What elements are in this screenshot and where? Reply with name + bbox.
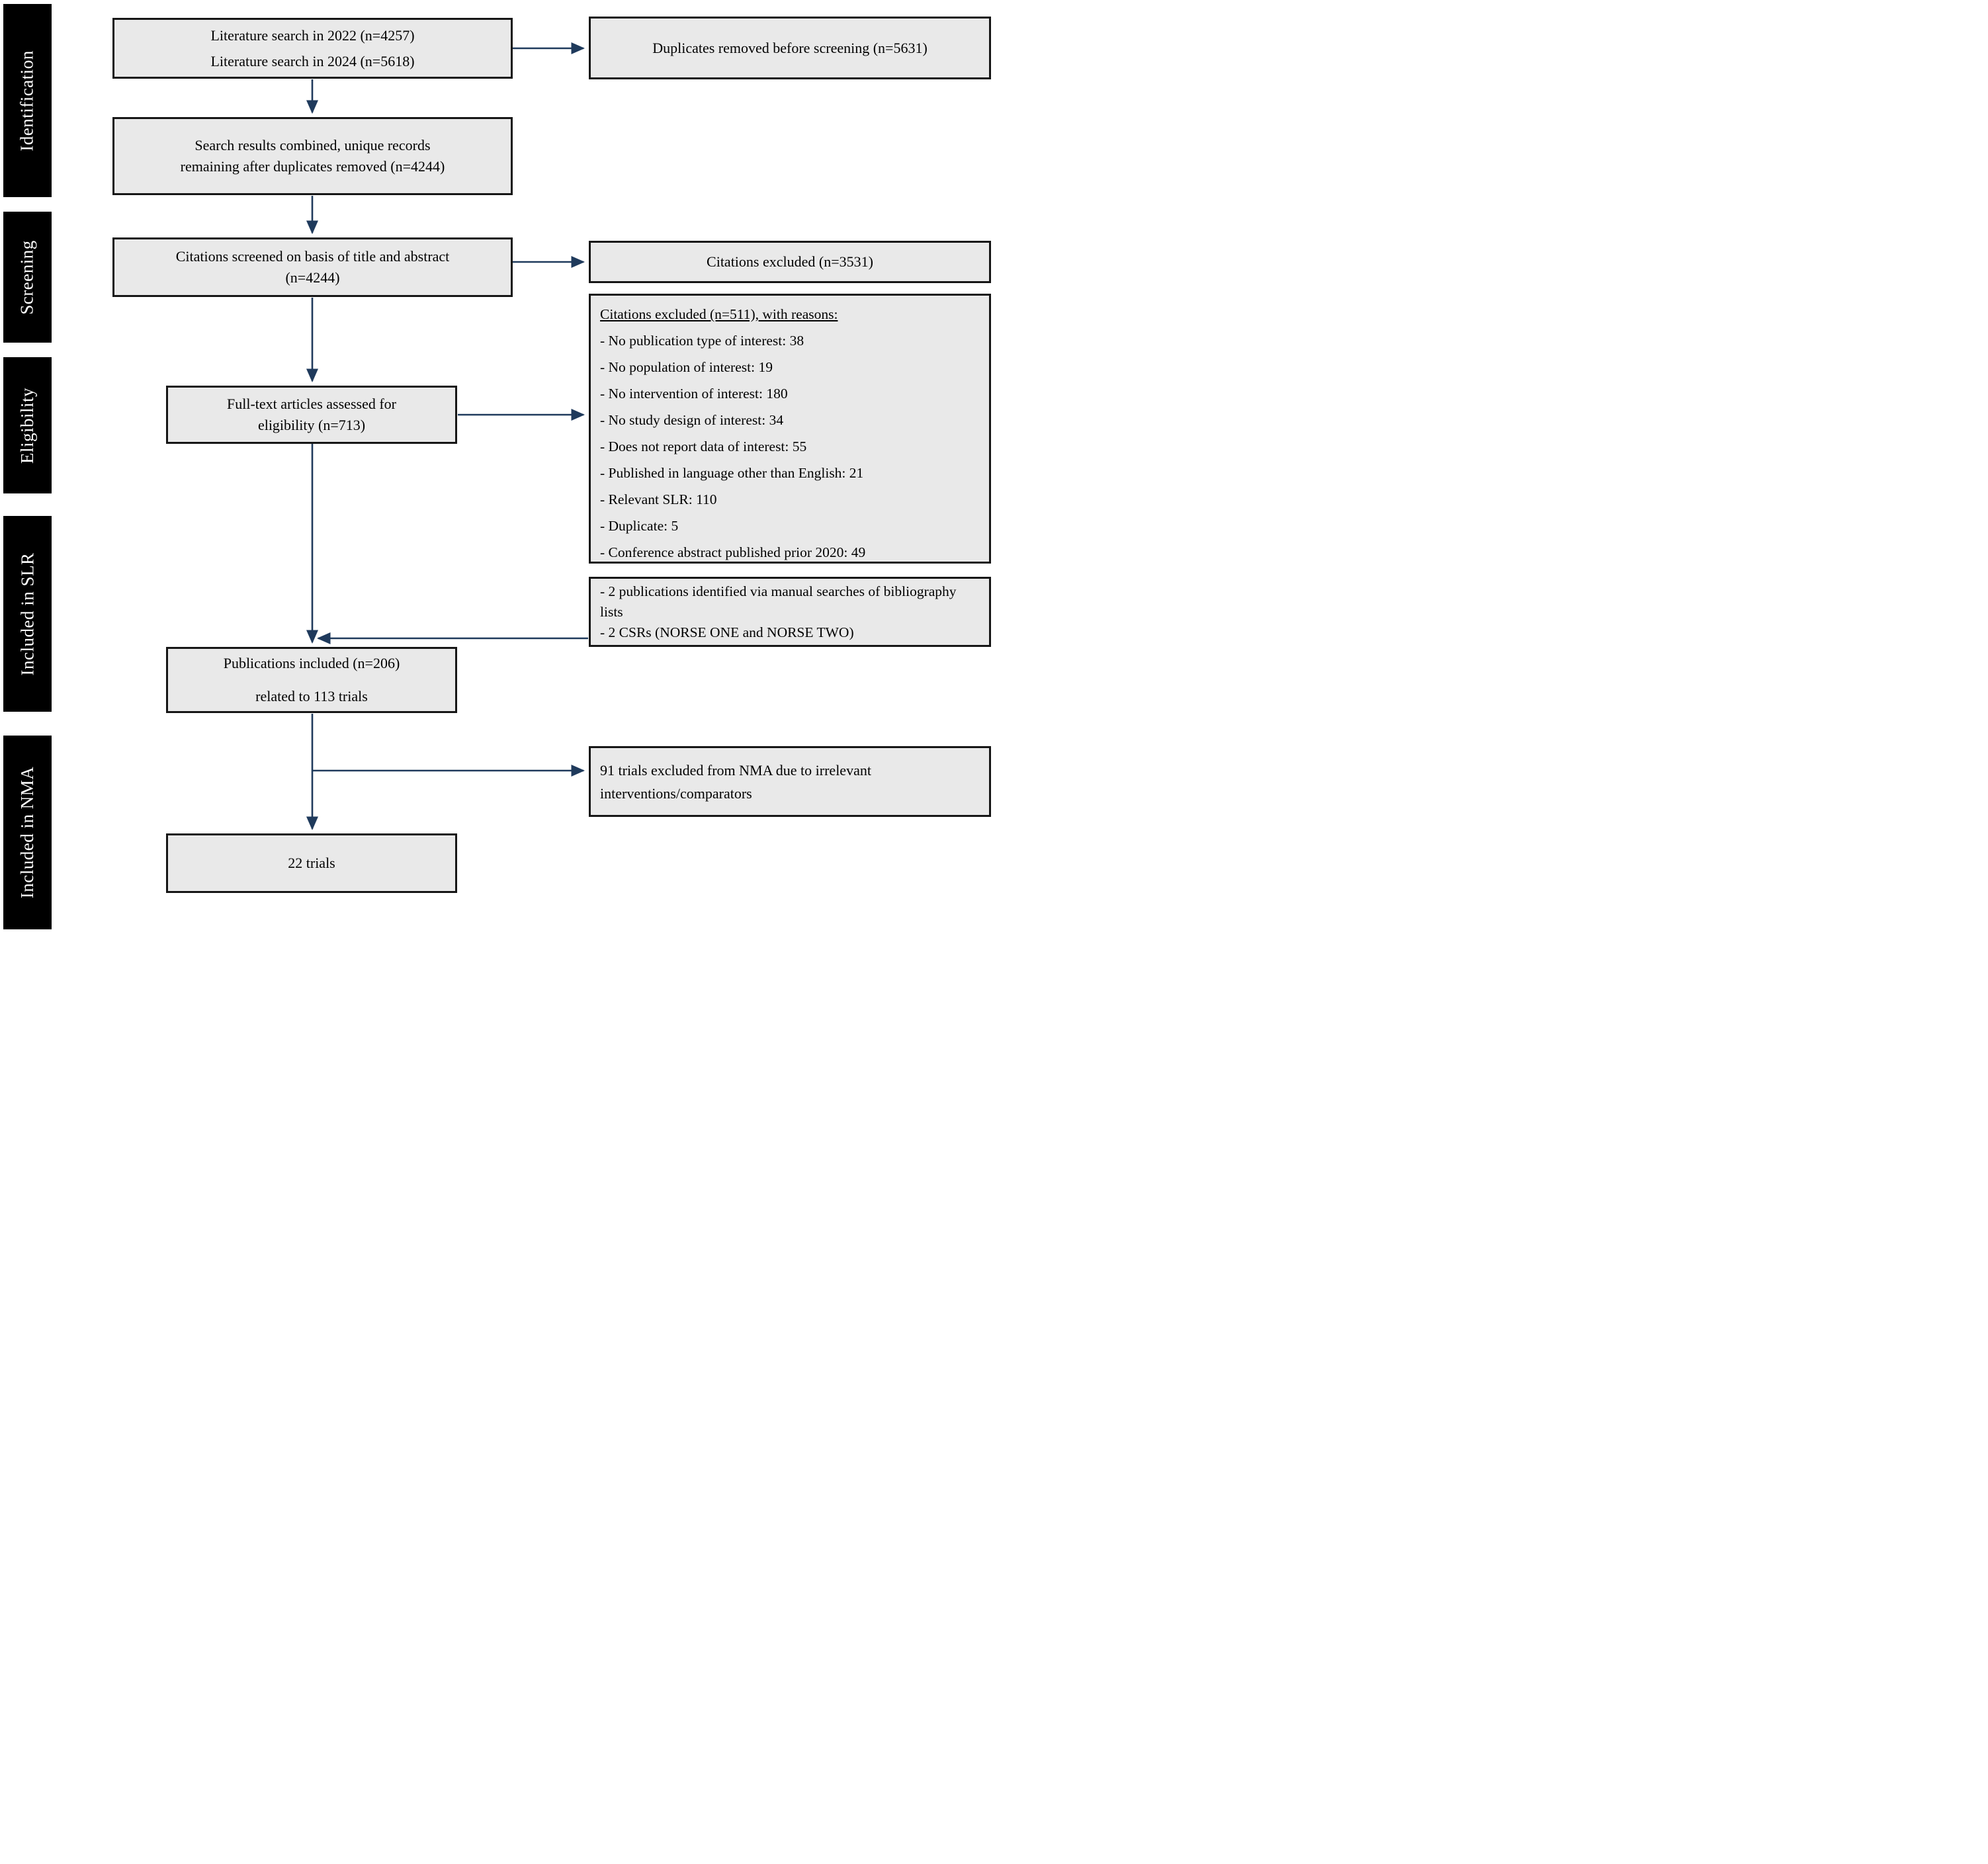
duplicates-removed-text: Duplicates removed before screening (n=5…: [652, 39, 928, 56]
manual-addition-item: - 2 CSRs (NORSE ONE and NORSE TWO): [600, 624, 854, 640]
citations-excluded-text: Citations excluded (n=3531): [707, 253, 873, 271]
nma-excluded-text: 91 trials excluded from NMA due to irrel…: [600, 761, 871, 802]
stage-label-screening: Screening: [17, 239, 37, 315]
box-fulltext-assessed: Full-text articles assessed for eligibil…: [166, 386, 457, 444]
box-exclusion-reasons: Citations excluded (n=511), with reasons…: [589, 294, 991, 564]
stage-label-eligibility: Eligibility: [17, 387, 38, 464]
fulltext-assessed-line2: eligibility (n=713): [257, 417, 366, 433]
box-combined-records: Search results combined, unique records …: [112, 117, 513, 195]
exclusion-reason-item: - Conference abstract published prior 20…: [600, 544, 866, 560]
exclusion-reason-item: - No study design of interest: 34: [600, 412, 784, 428]
box-literature-search: Literature search in 2022 (n=4257) Liter…: [112, 18, 513, 79]
fulltext-assessed-line1: Full-text articles assessed for: [227, 396, 396, 413]
stage-label-included-nma: Included in NMA: [17, 766, 37, 899]
exclusion-reason-item: - Relevant SLR: 110: [600, 491, 717, 507]
box-citations-screened: Citations screened on basis of title and…: [112, 237, 513, 297]
stage-bar-eligibility: Eligibility: [3, 357, 52, 493]
exclusion-reason-item: - Duplicate: 5: [600, 518, 679, 534]
box-final-trials: 22 trials: [166, 833, 457, 893]
literature-search-line1: Literature search in 2022 (n=4257): [210, 26, 415, 44]
exclusion-reason-item: - No population of interest: 19: [600, 359, 773, 375]
combined-records-line2: remaining after duplicates removed (n=42…: [180, 158, 445, 175]
exclusion-reason-item: - Published in language other than Engli…: [600, 465, 864, 481]
box-publications-included: Publications included (n=206) related to…: [166, 647, 457, 713]
box-manual-additions: - 2 publications identified via manual s…: [589, 577, 991, 647]
stage-bar-included-slr: Included in SLR: [3, 516, 52, 712]
prisma-flow-diagram: Identification Screening Eligibility Inc…: [0, 0, 994, 932]
citations-screened-line2: (n=4244): [285, 269, 340, 286]
stage-label-included-slr: Included in SLR: [17, 552, 38, 675]
box-duplicates-removed: Duplicates removed before screening (n=5…: [589, 17, 991, 79]
stage-bar-included-nma: Included in NMA: [3, 736, 52, 929]
citations-screened-line1: Citations screened on basis of title and…: [175, 248, 450, 265]
exclusion-reason-item: - No publication type of interest: 38: [600, 333, 804, 349]
stage-bar-screening: Screening: [3, 212, 52, 343]
final-trials-text: 22 trials: [288, 855, 335, 872]
publications-included-line1: Publications included (n=206): [223, 655, 400, 672]
exclusion-reason-item: - Does not report data of interest: 55: [600, 439, 807, 454]
stage-bar-identification: Identification: [3, 4, 52, 197]
manual-addition-item: - 2 publications identified via manual s…: [600, 583, 957, 620]
box-nma-excluded: 91 trials excluded from NMA due to irrel…: [589, 746, 991, 817]
box-citations-excluded: Citations excluded (n=3531): [589, 241, 991, 283]
exclusion-reason-item: - No intervention of interest: 180: [600, 386, 788, 402]
combined-records-line1: Search results combined, unique records: [194, 137, 431, 154]
publications-included-line2: related to 113 trials: [255, 688, 368, 704]
literature-search-line2: Literature search in 2024 (n=5618): [210, 52, 415, 69]
exclusion-reasons-title: Citations excluded (n=511), with reasons…: [600, 306, 838, 322]
stage-label-identification: Identification: [17, 50, 38, 151]
